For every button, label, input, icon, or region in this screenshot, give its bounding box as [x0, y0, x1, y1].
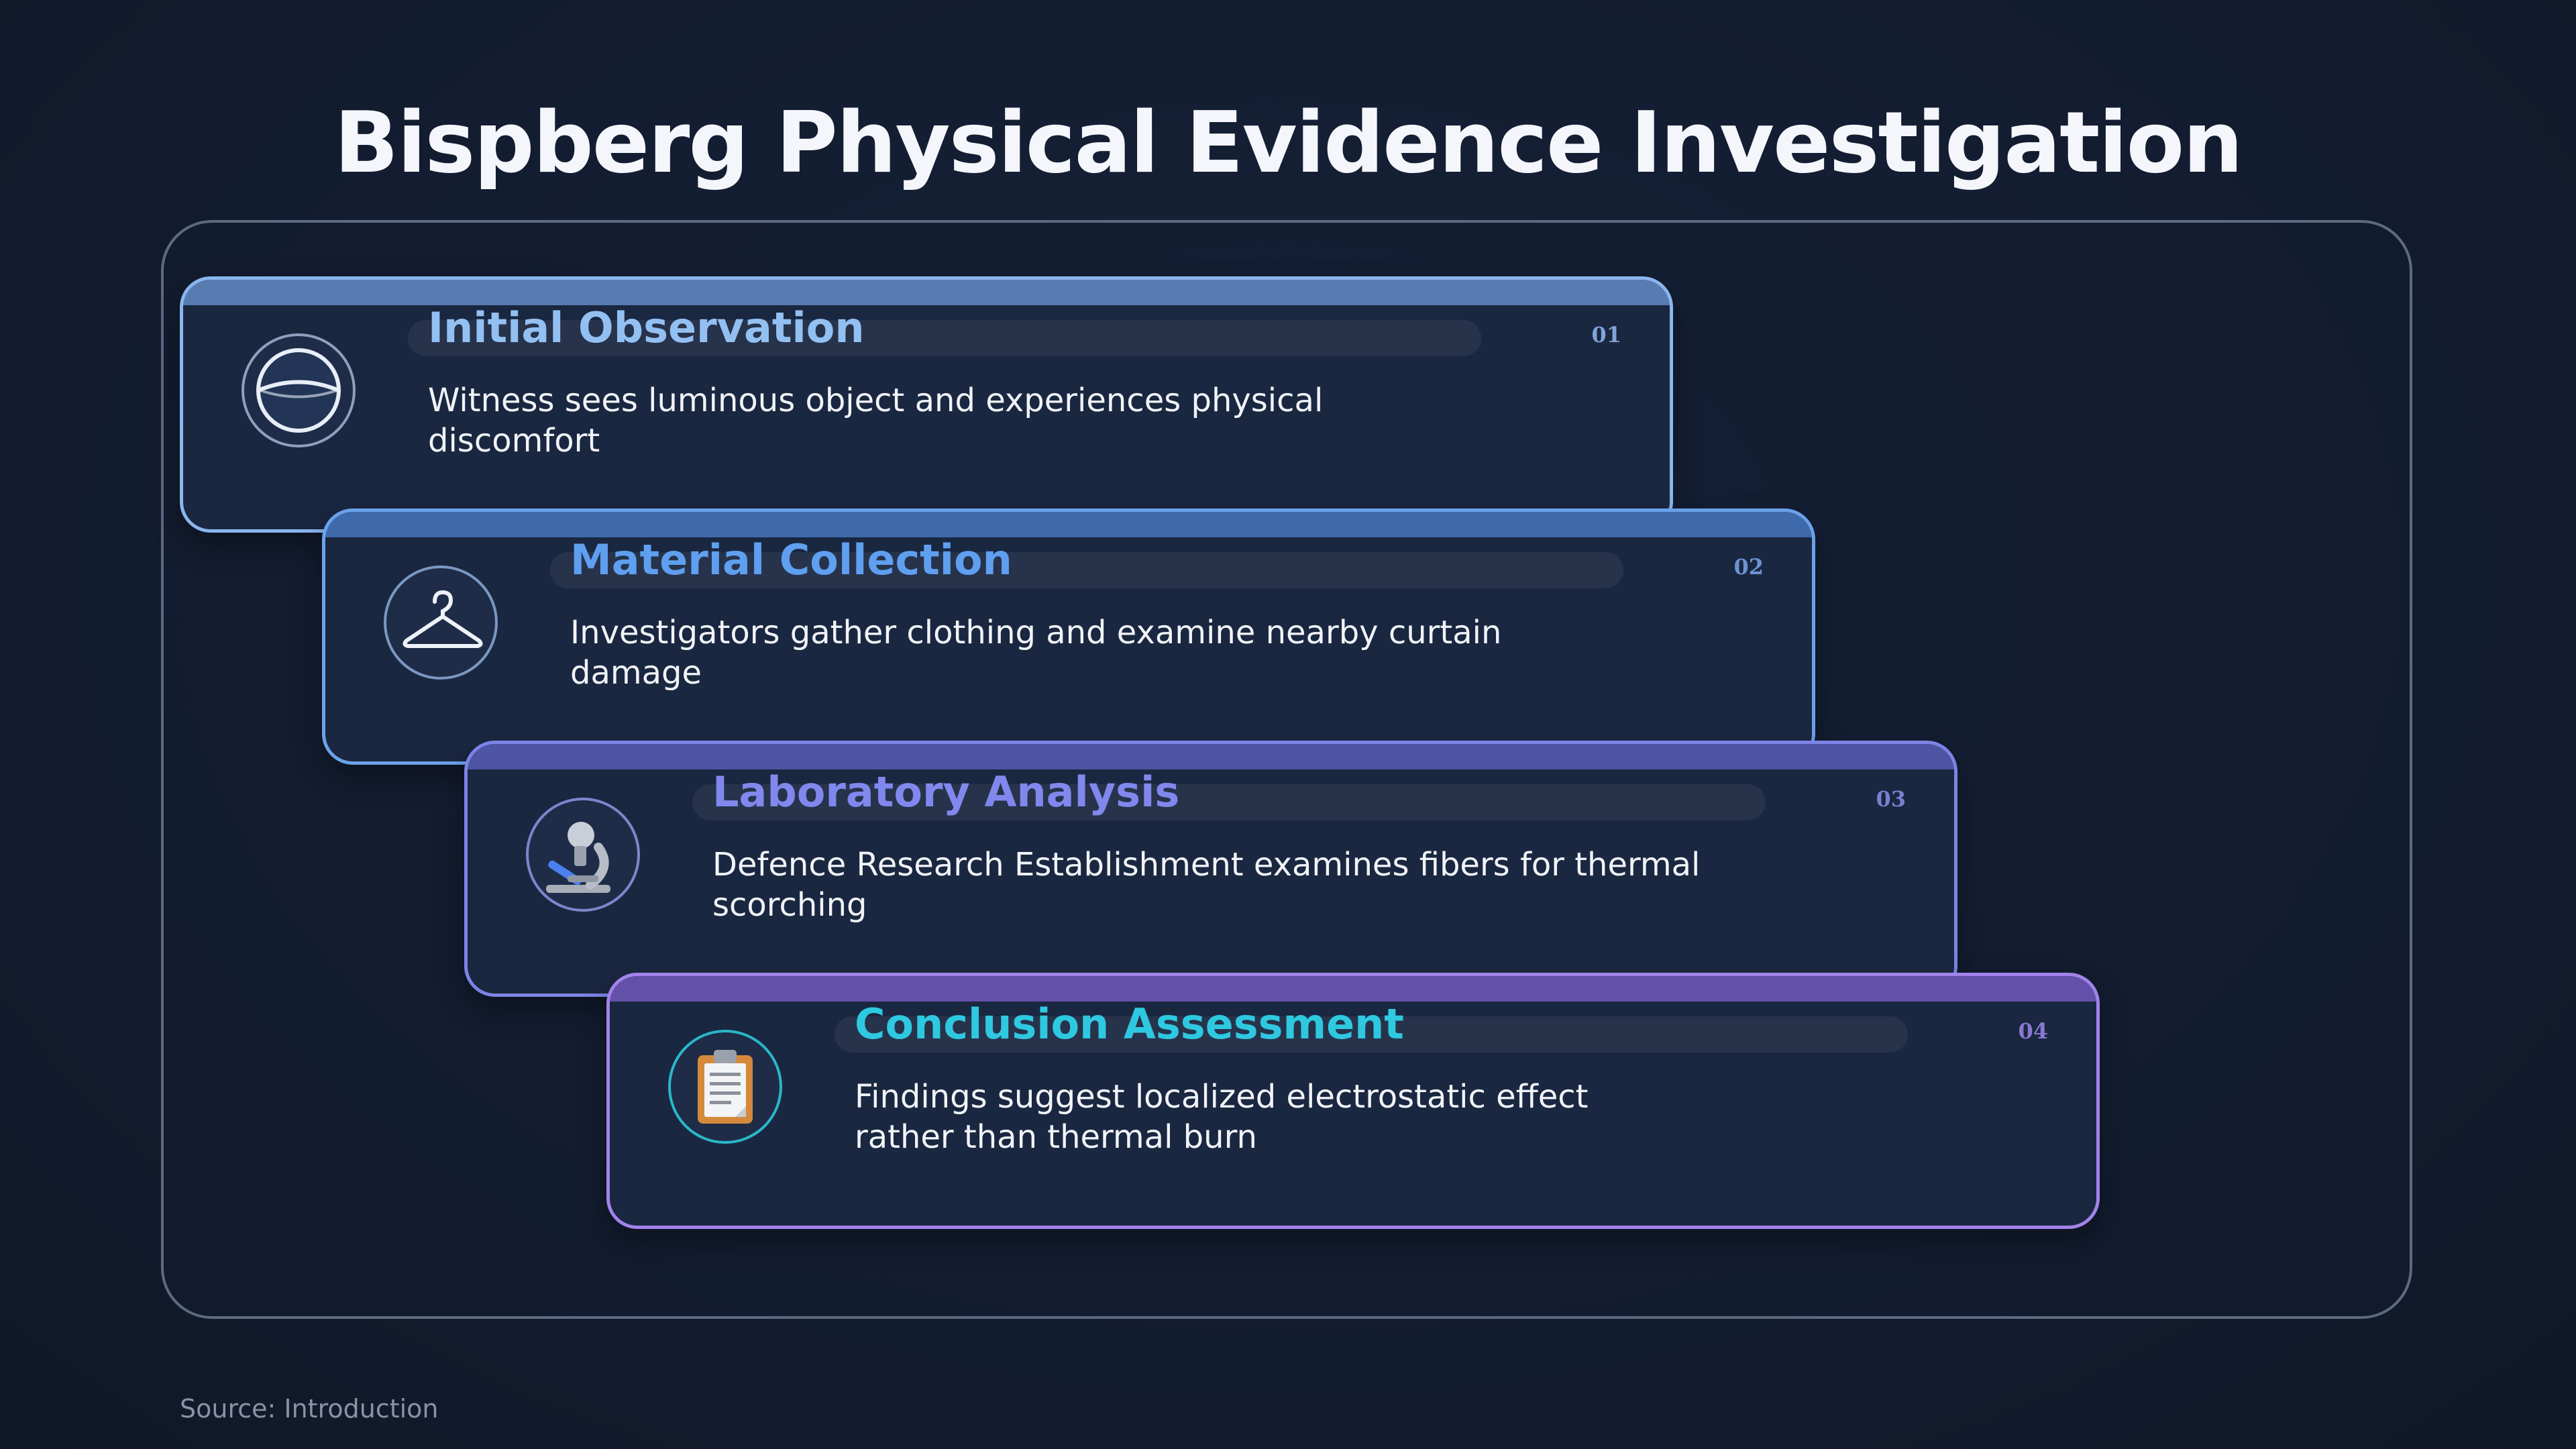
luminous-orb-icon — [241, 333, 356, 447]
step-description: Witness sees luminous object and experie… — [428, 382, 1324, 460]
clipboard-icon — [668, 1030, 782, 1144]
page-title: Bispberg Physical Evidence Investigation — [334, 93, 2243, 192]
step-card-4: Conclusion Assessment 04 Findings sugges… — [606, 973, 2100, 1229]
clothes-hanger-icon — [384, 566, 498, 680]
step-number: 04 — [2018, 1018, 2048, 1044]
step-description: Findings suggest localized electrostatic… — [855, 1078, 1589, 1156]
step-card-3: Laboratory Analysis 03 Defence Research … — [464, 741, 1957, 997]
step-number: 03 — [1876, 786, 1906, 812]
step-description: Investigators gather clothing and examin… — [570, 614, 1502, 692]
step-title: Initial Observation — [428, 303, 865, 352]
step-card-2: Material Collection 02 Investigators gat… — [322, 508, 1815, 765]
step-number: 01 — [1591, 322, 1621, 347]
step-title: Material Collection — [570, 535, 1012, 584]
microscope-icon — [526, 798, 640, 912]
step-number: 02 — [1733, 554, 1764, 580]
step-description: Defence Research Establishment examines … — [712, 846, 1701, 924]
step-title: Laboratory Analysis — [712, 767, 1180, 816]
step-title: Conclusion Assessment — [855, 1000, 1404, 1049]
step-card-1: Initial Observation 01 Witness sees lumi… — [180, 276, 1673, 533]
source-note: Source: Introduction — [180, 1394, 439, 1424]
